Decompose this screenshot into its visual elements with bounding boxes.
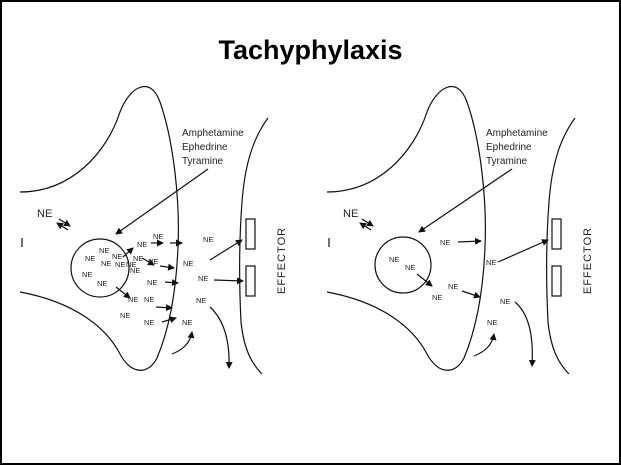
left-ne-to-receptor-bottom	[214, 280, 243, 281]
left-effector-membrane	[240, 118, 268, 374]
right-ne-label: NE	[486, 258, 496, 267]
left-drug-label-ephedrine: Ephedrine	[182, 142, 228, 153]
left-ne-label: NE	[148, 257, 158, 266]
left-ne-label: NE	[99, 246, 109, 255]
right-ne-curve-arrow-2	[515, 302, 532, 366]
right-ne-label: NE	[487, 318, 497, 327]
right-ne-label: NE	[448, 282, 458, 291]
left-drug-label-amphetamine: Amphetamine	[182, 128, 244, 139]
right-receptor-bottom	[552, 266, 561, 296]
right-ne-label: NE	[440, 238, 450, 247]
right-ne-to-receptor-top	[498, 240, 548, 262]
left-ne-label-outside: NE	[37, 208, 52, 220]
left-effector-label: EFFECTOR	[276, 227, 288, 294]
left-ne-label: NE	[144, 318, 154, 327]
left-ne-label: NE	[144, 295, 154, 304]
right-effector-label: EFFECTOR	[582, 227, 594, 294]
left-ne-arrow-6	[165, 282, 178, 283]
left-ne-label: NE	[82, 270, 92, 279]
left-receptor-bottom	[246, 266, 255, 296]
right-vesicle	[375, 237, 431, 293]
left-ne-label: NE	[115, 260, 125, 269]
left-ne-label: NE	[120, 311, 130, 320]
left-ne-label: NE	[153, 232, 163, 241]
left-ne-label: NE	[128, 295, 138, 304]
left-ne-label: NE	[137, 240, 147, 249]
left-ne-to-receptor-top	[210, 240, 242, 260]
left-ne-label: NE	[130, 266, 140, 275]
right-ne-arrow-3	[462, 291, 480, 297]
right-drug-arrow	[419, 169, 512, 232]
left-ne-label: NE	[203, 235, 213, 244]
right-drug-label-ephedrine: Ephedrine	[486, 142, 532, 153]
left-ne-arrow-5	[160, 266, 174, 268]
left-ne-label: NE	[101, 259, 111, 268]
left-ne-label: NE	[182, 318, 192, 327]
left-neuron-membrane	[20, 87, 178, 371]
left-panel: Amphetamine Ephedrine Tyramine EFFECTOR	[20, 87, 288, 374]
left-ne-label: NE	[147, 278, 157, 287]
left-ne-label: NE	[198, 274, 208, 283]
right-ne-label-outside: NE	[343, 208, 358, 220]
left-ne-label: NE	[133, 254, 143, 263]
right-receptor-top	[552, 219, 561, 249]
left-drug-label-tyramine: Tyramine	[182, 156, 224, 167]
right-ne-label: NE	[389, 255, 399, 264]
left-ne-label: NE	[183, 259, 193, 268]
right-drug-label-tyramine: Tyramine	[486, 156, 528, 167]
left-ne-label: NE	[85, 254, 95, 263]
left-ne-curve-arrow-1	[172, 332, 192, 354]
left-ne-curve-arrow-2	[210, 307, 229, 368]
right-ne-arrow-1	[417, 274, 432, 286]
right-neuron-membrane	[327, 87, 485, 371]
left-ne-label: NE	[196, 296, 206, 305]
right-ne-label: NE	[405, 263, 415, 272]
right-drug-label-amphetamine: Amphetamine	[486, 128, 548, 139]
right-ne-arrow-2	[458, 241, 481, 242]
right-ne-curve-arrow-1	[474, 334, 494, 356]
left-ne-label: NE	[97, 279, 107, 288]
left-receptor-top	[246, 219, 255, 249]
left-drug-arrow	[116, 169, 208, 234]
right-panel: Amphetamine Ephedrine Tyramine EFFECTOR …	[327, 87, 594, 374]
right-ne-label: NE	[500, 297, 510, 306]
left-ne-arrow-8	[156, 307, 172, 308]
right-ne-label: NE	[432, 293, 442, 302]
